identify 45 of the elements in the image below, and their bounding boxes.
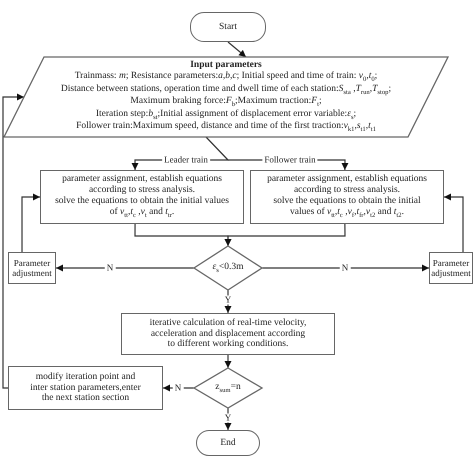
terminal-text: Start <box>219 22 237 32</box>
arrow <box>2 94 24 389</box>
terminal-text: End <box>220 438 236 448</box>
process-box <box>8 366 163 410</box>
process-box <box>121 313 335 355</box>
edge-label: Leader train <box>162 156 210 164</box>
edge-label: N <box>172 384 184 392</box>
process-text: parameter assignment, establish equations according to stress analysis. <box>61 174 223 196</box>
condition-text: ε$_{s}$<0.3m <box>212 262 244 274</box>
process-text: modify iteration point and inter station parameters,enter the next station section <box>29 372 142 404</box>
arrow <box>224 355 232 368</box>
decision-diamond <box>194 246 262 290</box>
edge-label: N <box>340 264 350 272</box>
process-box <box>40 170 244 224</box>
process-text: parameter assignment, establish equations according to stress analysis. <box>266 174 428 196</box>
arrow <box>262 264 429 272</box>
process-text: Parameter adjustment <box>11 258 53 278</box>
edge-label: Y <box>222 414 234 422</box>
process-box <box>429 252 473 284</box>
arrow <box>21 194 40 252</box>
arrow <box>56 264 194 272</box>
parameter-text: Trainmass: m; Resistance parameters:a,b,c; Initial speed and time of train: v$_{0}$,t$_{0}$; <box>74 71 378 84</box>
process-box <box>8 252 56 284</box>
parameter-text: Iteration step:b$_{st}$;Initial assignment of displacement error variable:ε$_{s}$; <box>96 108 356 121</box>
process-text: iterative calculation of real-time velocity, acceleration and displacement according to different working conditions. <box>148 318 308 350</box>
edge-label: N <box>104 264 116 272</box>
input-heading: Input parameters <box>190 60 262 71</box>
edge-label: Y <box>222 296 234 304</box>
process-text: Parameter adjustment <box>431 258 471 278</box>
process-box <box>250 170 444 224</box>
end-terminal <box>196 430 260 456</box>
arrow <box>444 194 464 252</box>
arrow <box>228 42 246 58</box>
input-parallelogram <box>4 57 448 137</box>
parameter-text: Distance between stations, operation time and dwell time of each station:S$_{sta}$ ,T$_{run}$,T$_{stop}$; <box>60 84 392 96</box>
arrow <box>163 384 194 392</box>
condition-text: z$_{sum}$=n <box>215 382 241 394</box>
edge-label: Follower train <box>262 156 318 164</box>
start-terminal <box>190 12 266 42</box>
parameter-text: Maximum braking force:F$_{b}$;Maximum traction:F$_{t}$; <box>130 96 322 109</box>
process-text: solve the equations to obtain the initial values of v$_{tt}$,t$_{c}$ ,v$_{f}$,t$_{fr}$,v$_{t2}$ and t$_{t2}$. <box>272 196 422 220</box>
decision-diamond <box>194 368 262 408</box>
parameter-text: Follower train:Maximum speed, distance and time of the first traction:v$_{k1}$,s$_{t1}$,t$_{t1}$ <box>76 121 376 134</box>
arrow <box>224 224 346 246</box>
process-text: solve the equations to obtain the initial values of v$_{tt}$,t$_{c}$ ,v$_{t}$ and t$_{tr}$. <box>55 196 229 220</box>
